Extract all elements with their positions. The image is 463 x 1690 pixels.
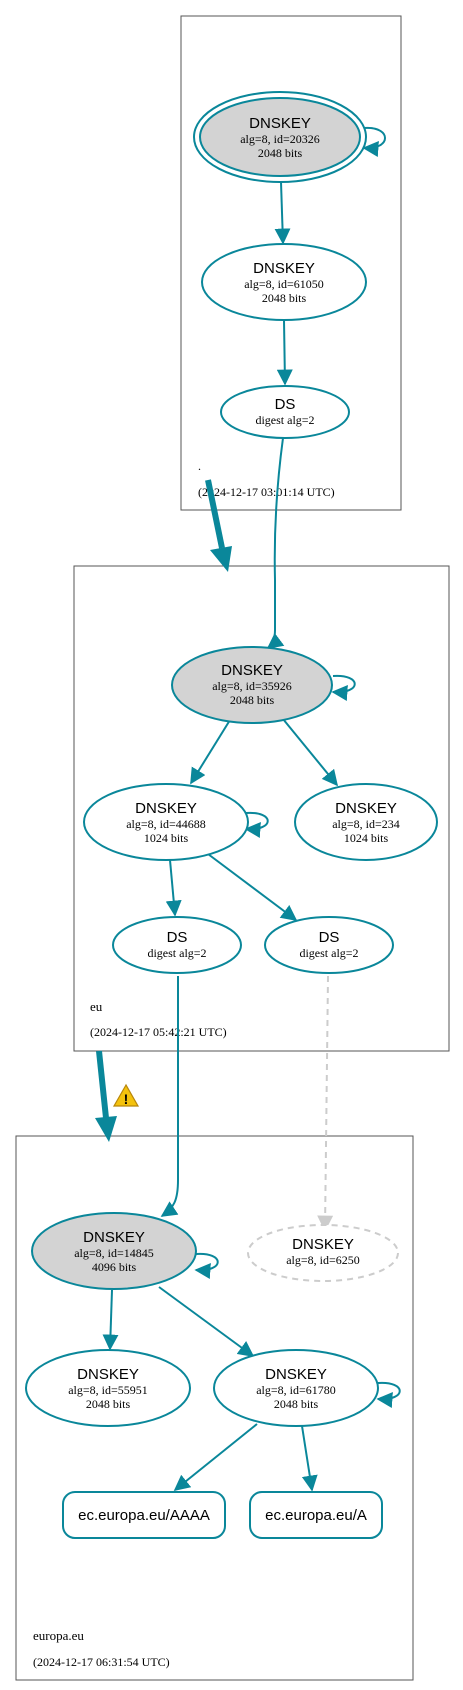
node-eu-zsk2: DNSKEY alg=8, id=234 1024 bits: [294, 783, 438, 861]
node-title: DNSKEY: [249, 115, 311, 132]
node-title: DNSKEY: [83, 1229, 145, 1246]
node-root-ksk: DNSKEY alg=8, id=20326 2048 bits: [193, 91, 367, 183]
node-detail: 2048 bits: [86, 1397, 131, 1411]
node-title: DNSKEY: [77, 1366, 139, 1383]
node-detail: alg=8, id=234: [332, 817, 400, 831]
edge-eu-ksk-zsk2: [282, 718, 339, 787]
node-title: DNSKEY: [265, 1366, 327, 1383]
delegation-arrow-eu-europa: [96, 1050, 109, 1119]
edge-eu-ksk-self: [331, 674, 356, 701]
node-europa-missing-key: DNSKEY alg=8, id=6250: [247, 1224, 399, 1282]
warning-triangle-icon: !: [112, 1083, 140, 1107]
zone-europa-box: [15, 1135, 414, 1681]
node-title: DS: [275, 396, 296, 413]
edge-root-zsk-ds: [276, 319, 293, 386]
node-eu-ds2: DS digest alg=2: [264, 916, 394, 974]
zone-eu-box: [73, 565, 450, 1052]
node-title: ec.europa.eu/A: [265, 1507, 367, 1524]
zone-eu-timestamp: (2024-12-17 05:42:21 UTC): [90, 1025, 227, 1039]
node-title: DNSKEY: [335, 800, 397, 817]
node-detail: 4096 bits: [92, 1260, 137, 1274]
edge-eu-zsk1-ds1: [165, 859, 182, 917]
delegation-arrowhead-root-eu: [210, 546, 232, 572]
node-eu-ksk: DNSKEY alg=8, id=35926 2048 bits: [171, 646, 333, 724]
node-rrset-aaaa: ec.europa.eu/AAAA: [62, 1491, 226, 1539]
edge-europa-ksk-zsk1: [102, 1289, 119, 1351]
node-detail: 1024 bits: [344, 831, 389, 845]
zone-root-timestamp: (2024-12-17 03:01:14 UTC): [198, 485, 335, 499]
edge-europa-zsk2-aaaa: [173, 1423, 258, 1492]
edge-eu-zsk1-ds2: [207, 853, 298, 921]
node-detail: digest alg=2: [299, 946, 358, 960]
zone-eu-name: eu: [90, 999, 103, 1014]
node-detail: alg=8, id=6250: [286, 1253, 360, 1267]
node-detail: 2048 bits: [274, 1397, 319, 1411]
node-title: DNSKEY: [135, 800, 197, 817]
node-rrset-a: ec.europa.eu/A: [249, 1491, 383, 1539]
delegation-arrowhead-eu-europa: [95, 1116, 117, 1142]
node-title: DNSKEY: [292, 1236, 354, 1253]
node-title: ec.europa.eu/AAAA: [78, 1507, 210, 1524]
node-detail: digest alg=2: [147, 946, 206, 960]
node-eu-zsk1: DNSKEY alg=8, id=44688 1024 bits: [83, 783, 249, 861]
node-detail: alg=8, id=61050: [244, 277, 324, 291]
node-root-zsk: DNSKEY alg=8, id=61050 2048 bits: [201, 243, 367, 321]
node-europa-zsk2: DNSKEY alg=8, id=61780 2048 bits: [213, 1349, 379, 1427]
node-detail: digest alg=2: [255, 413, 314, 427]
node-detail: alg=8, id=61780: [256, 1383, 336, 1397]
edge-eu-ds2-missing: [317, 975, 334, 1232]
edge-root-ds-eu-ksk: [266, 437, 285, 649]
edge-europa-ksk-zsk2: [158, 1286, 255, 1357]
edge-root-ksk-self: [362, 126, 386, 157]
node-europa-zsk1: DNSKEY alg=8, id=55951 2048 bits: [25, 1349, 191, 1427]
edge-eu-zsk1-self: [244, 811, 269, 838]
zone-europa-timestamp: (2024-12-17 06:31:54 UTC): [33, 1655, 170, 1669]
delegation-arrow-root-eu: [205, 479, 225, 549]
node-detail: alg=8, id=14845: [74, 1246, 154, 1260]
edge-eu-ksk-zsk1: [190, 719, 231, 785]
node-title: DNSKEY: [221, 662, 283, 679]
edge-europa-zsk2-self: [376, 1381, 401, 1408]
zone-root-box: [180, 15, 402, 511]
node-eu-ds1: DS digest alg=2: [112, 916, 242, 974]
node-root-ds: DS digest alg=2: [220, 385, 350, 439]
node-detail: 2048 bits: [230, 693, 275, 707]
edge-europa-ksk-self: [194, 1252, 219, 1279]
node-detail: alg=8, id=55951: [68, 1383, 148, 1397]
edge-eu-ds1-europa-ksk: [160, 976, 179, 1217]
node-europa-ksk: DNSKEY alg=8, id=14845 4096 bits: [31, 1212, 197, 1290]
zone-europa-name: europa.eu: [33, 1628, 84, 1643]
node-detail: 2048 bits: [258, 146, 303, 160]
edge-europa-zsk2-a: [301, 1425, 318, 1492]
node-title: DS: [319, 929, 340, 946]
node-detail: alg=8, id=44688: [126, 817, 206, 831]
node-detail: alg=8, id=20326: [240, 132, 320, 146]
svg-text:!: !: [124, 1091, 129, 1107]
node-detail: 1024 bits: [144, 831, 189, 845]
node-detail: 2048 bits: [262, 291, 307, 305]
node-title: DNSKEY: [253, 260, 315, 277]
edge-root-ksk-zsk: [274, 181, 291, 245]
node-title: DS: [167, 929, 188, 946]
node-detail: alg=8, id=35926: [212, 679, 292, 693]
zone-root-name: .: [198, 459, 201, 473]
